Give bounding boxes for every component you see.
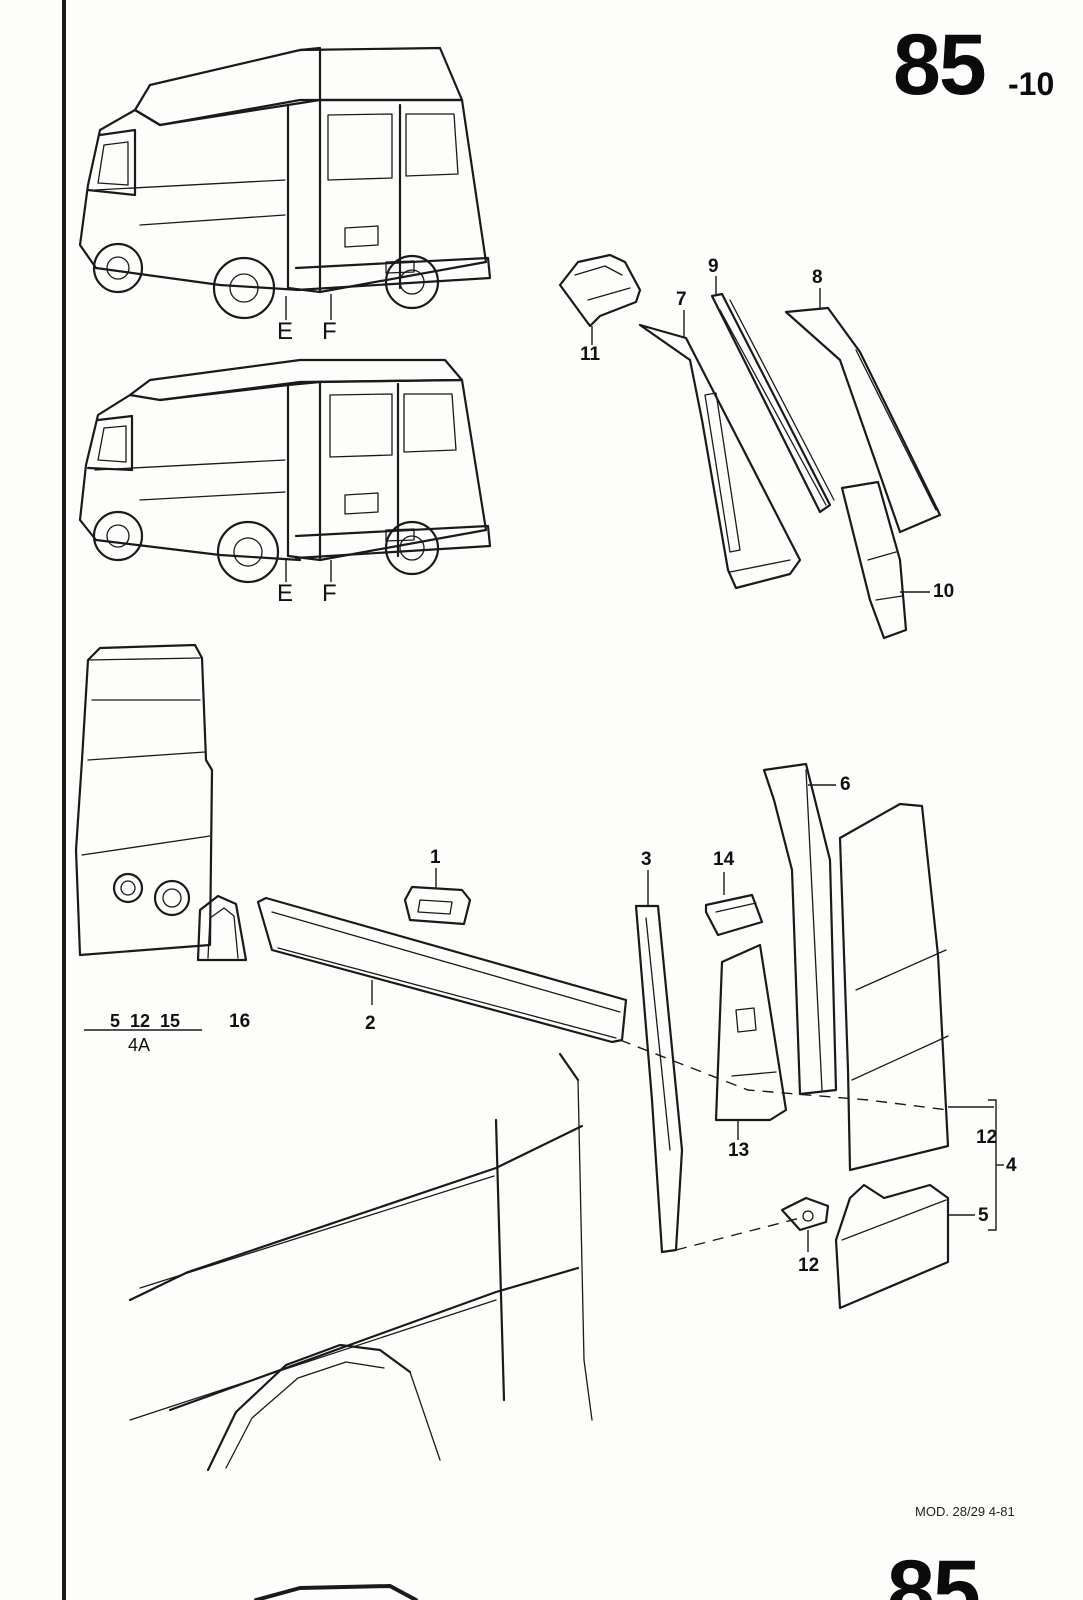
callout-2: 2 — [365, 1013, 376, 1034]
van-body-side-panel — [128, 1052, 593, 1600]
callout-16: 16 — [229, 1011, 251, 1032]
part-16-wheel-arch-cap — [196, 894, 248, 962]
next-page-number-text: 85 — [887, 1548, 981, 1600]
callout-5: 5 — [978, 1205, 989, 1226]
van-bottom-label-e: E — [277, 580, 294, 607]
callout-11: 11 — [580, 344, 601, 365]
callout-8: 8 — [812, 267, 823, 288]
callout-9: 9 — [708, 256, 719, 277]
van-top-label-e: E — [277, 318, 294, 345]
part-5-plug — [112, 872, 144, 904]
part-6-door-pillar — [762, 762, 838, 1096]
part-8-outer-pillar — [784, 288, 942, 534]
page-number-suffix: -10 — [1008, 66, 1055, 102]
callout-12-lower: 12 — [798, 1255, 820, 1276]
callout-1: 1 — [430, 847, 441, 868]
callout-14: 14 — [713, 849, 735, 870]
callout-6: 6 — [840, 774, 851, 795]
callout-4: 4 — [1006, 1155, 1017, 1176]
callout-3: 3 — [641, 849, 652, 870]
callout-13: 13 — [728, 1140, 750, 1161]
part-9-trim-strip — [710, 276, 835, 514]
van-high-roof-illustration — [78, 46, 492, 320]
part-13-pillar-reinforcement — [714, 943, 788, 1140]
part-1-grip — [403, 868, 472, 926]
callout-12-upper: 12 — [976, 1127, 998, 1148]
callout-7: 7 — [676, 289, 687, 310]
part-15-grommet — [153, 879, 191, 917]
next-page-number-partial: 85 — [887, 1548, 992, 1600]
part-14-bracket — [704, 872, 764, 937]
part-10-lower-bracket — [840, 480, 930, 640]
van-top-label-f: F — [322, 318, 337, 345]
van-standard-roof-illustration — [78, 358, 492, 584]
part-7-inner-pillar — [638, 310, 802, 590]
group-4a-label: 4A — [128, 1035, 151, 1055]
callout-10: 10 — [933, 581, 955, 602]
part-4-rear-door-panel — [838, 802, 1004, 1231]
part-5-lower-trim — [834, 1183, 975, 1310]
part-2-side-rail — [256, 896, 628, 1044]
model-note: MOD. 28/29 4-81 — [915, 1504, 1015, 1519]
part-12-lower-bracket — [780, 1196, 830, 1252]
part-4a-rear-corner-panel — [74, 643, 214, 957]
page-number: 85 — [893, 17, 987, 113]
van-bottom-label-f: F — [322, 580, 337, 607]
group-4a-items: 5 12 15 — [110, 1011, 181, 1031]
part-11-corner-cap — [558, 253, 642, 345]
